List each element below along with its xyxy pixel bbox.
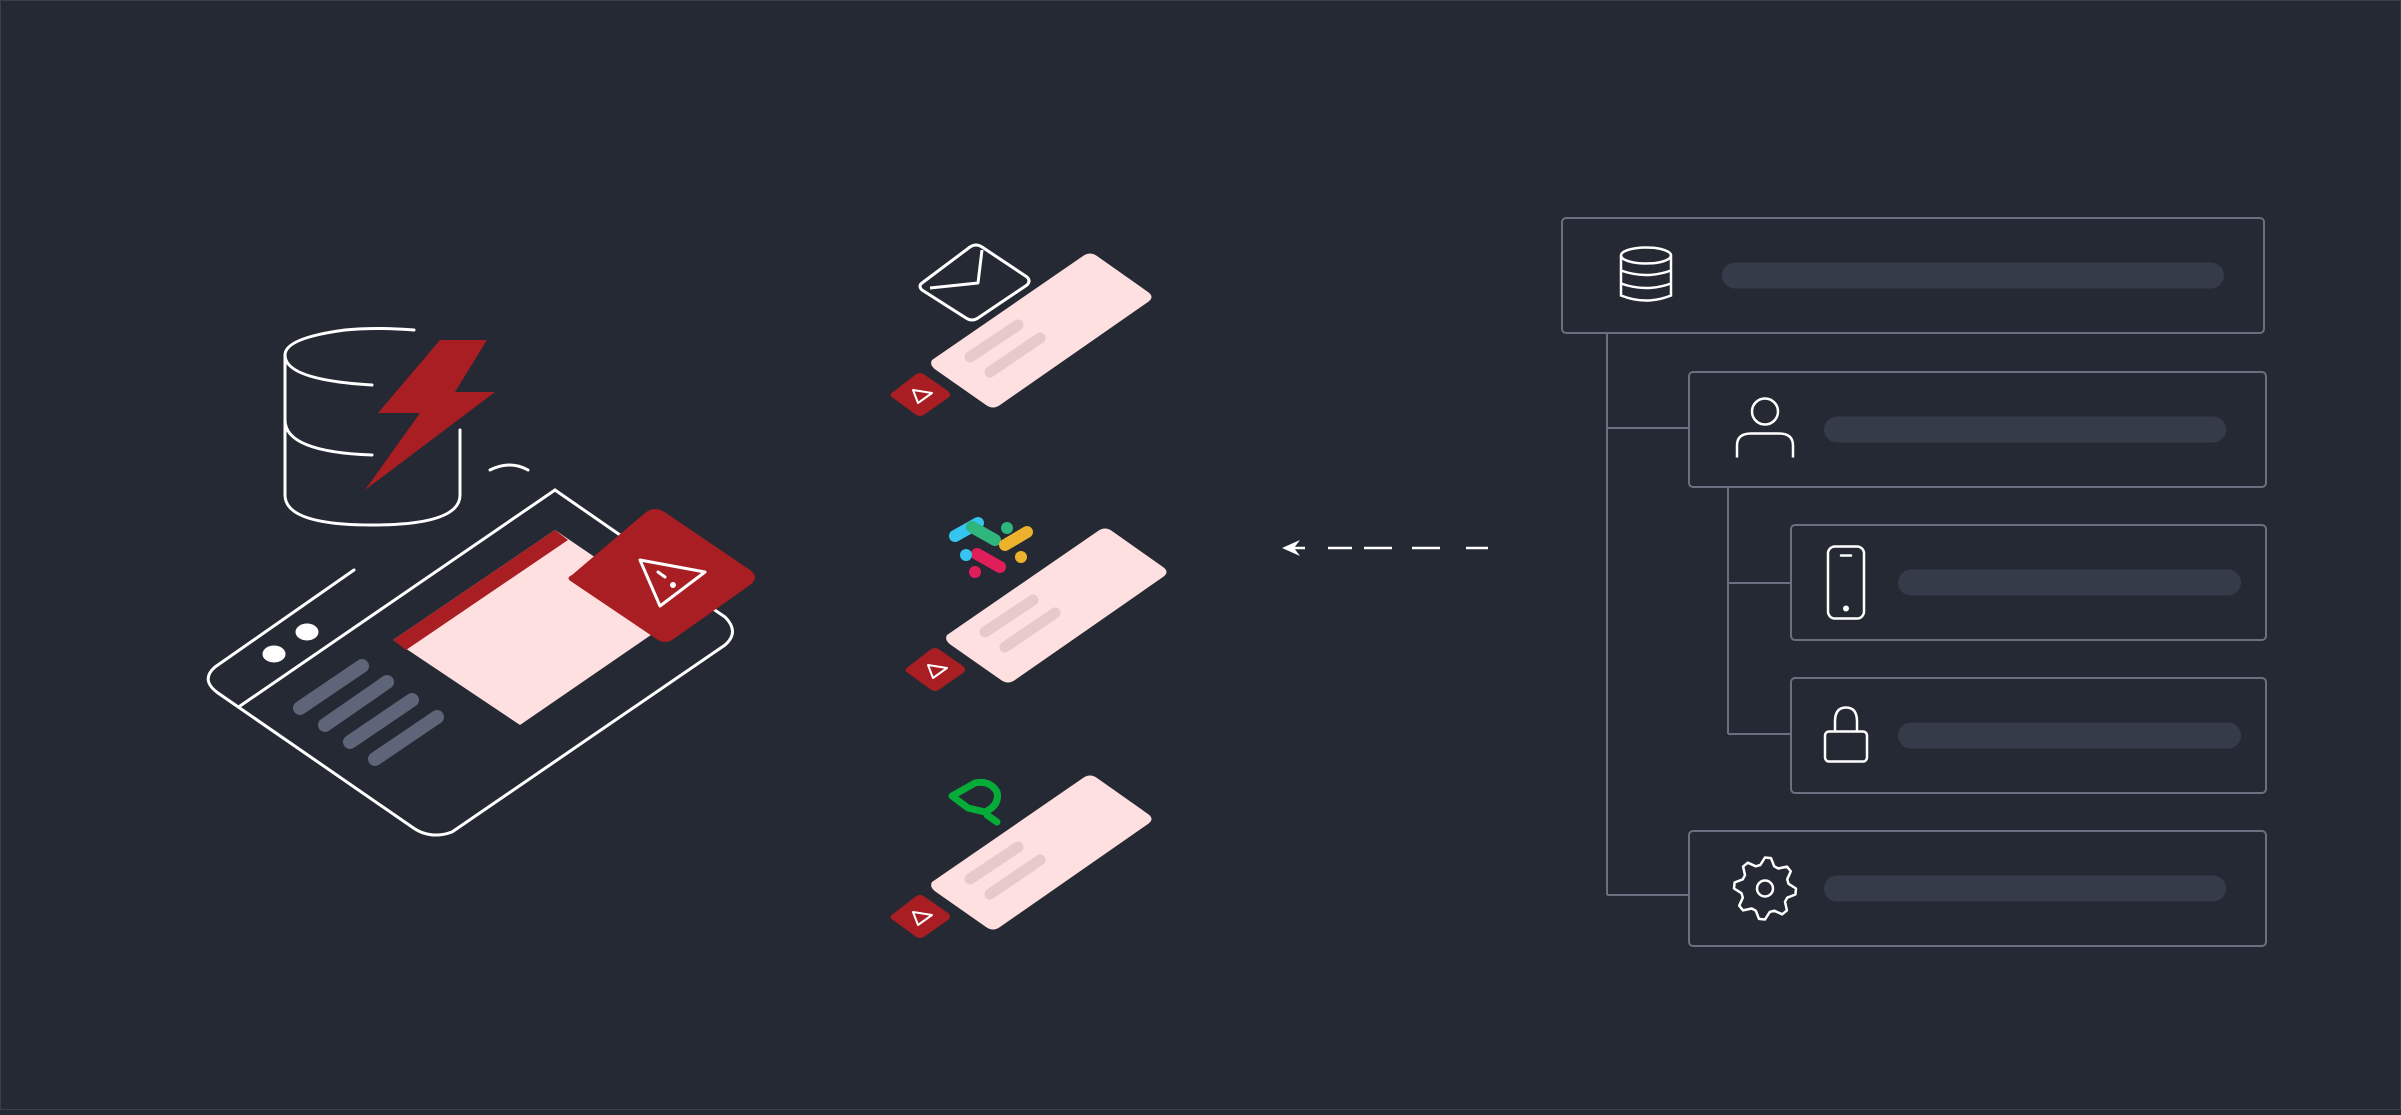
platform-dot <box>262 645 286 663</box>
placeholder-bar <box>1898 722 2241 749</box>
platform-dot <box>295 623 319 641</box>
slack-channel <box>905 517 1167 691</box>
tree-connectors <box>1606 333 1791 896</box>
warning-triangle-icon <box>638 558 707 608</box>
pagerduty-channel <box>890 775 1152 938</box>
database-icon <box>283 327 462 527</box>
notification-card <box>905 528 1167 691</box>
envelope-icon <box>918 243 1031 322</box>
notification-card <box>890 253 1152 416</box>
lock-icon <box>1823 706 1869 763</box>
placeholder-bar <box>1898 569 2241 596</box>
email-channel <box>890 243 1152 416</box>
document-lines <box>293 659 444 766</box>
resource-tree <box>1561 217 2267 947</box>
tree-row[interactable] <box>1790 524 2267 641</box>
warning-badge <box>568 509 755 642</box>
alert-badge <box>890 895 950 938</box>
warning-triangle-icon <box>912 911 933 926</box>
tree-row[interactable] <box>1688 830 2267 947</box>
gear-icon <box>1732 856 1798 921</box>
pagerduty-logo-icon <box>948 778 1001 826</box>
database-icon <box>1619 246 1673 302</box>
placeholder-bar <box>1824 875 2226 902</box>
tree-row[interactable] <box>1688 371 2267 488</box>
notification-card <box>890 775 1152 938</box>
document-platform <box>206 463 734 837</box>
warning-triangle-icon <box>912 389 933 404</box>
tree-row[interactable] <box>1790 677 2267 794</box>
arrow-left-icon <box>1282 540 1300 556</box>
user-icon <box>1735 397 1795 458</box>
slack-logo-icon <box>949 517 1033 578</box>
notification-channels <box>890 243 1167 938</box>
placeholder-bar <box>1722 262 2224 289</box>
dashed-arrow-connector <box>1282 540 1488 556</box>
lightning-bolt-icon <box>365 340 495 490</box>
placeholder-bar <box>1824 416 2226 443</box>
mobile-phone-icon <box>1826 545 1866 620</box>
warning-triangle-icon <box>927 664 948 679</box>
left-illustration <box>206 327 755 837</box>
alert-badge <box>905 648 965 691</box>
tree-row[interactable] <box>1561 217 2265 334</box>
tree-rows <box>1561 217 2267 947</box>
alert-badge <box>890 373 950 416</box>
